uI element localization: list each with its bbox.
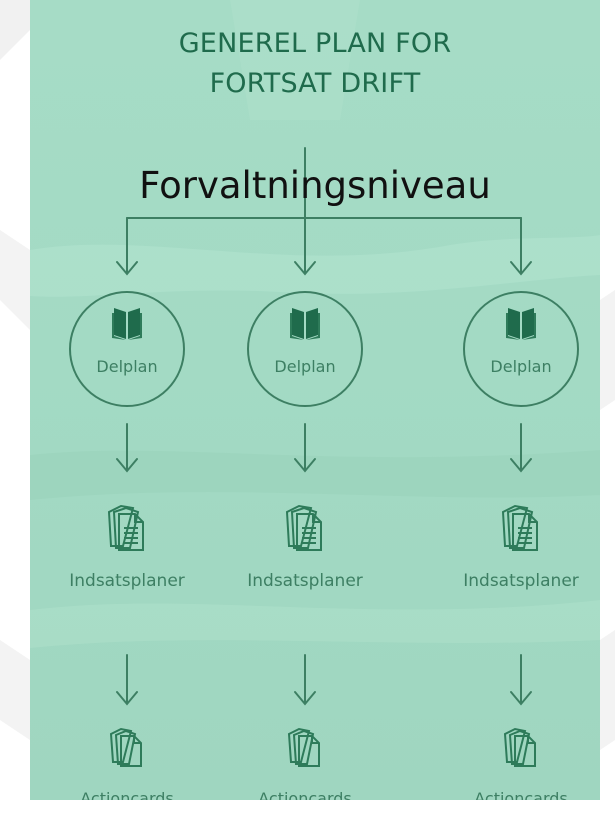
document-stack-icon <box>107 504 144 551</box>
document-stack-icon <box>285 504 322 551</box>
arrow-head <box>294 691 316 706</box>
arrow-head <box>294 458 316 473</box>
arrow-head <box>116 458 138 473</box>
arrow-head <box>510 458 532 473</box>
delplan-circle <box>247 291 363 407</box>
actioncards-label: Actioncards <box>80 789 174 800</box>
arrow-head <box>116 261 138 276</box>
arrow-head <box>294 261 316 276</box>
open-book-icon <box>506 308 536 340</box>
actioncards-label: Actioncards <box>258 789 352 800</box>
delplan-circle <box>69 291 185 407</box>
card-stack-icon <box>503 727 536 767</box>
delplan-label: Delplan <box>274 357 336 376</box>
arrow-head <box>510 691 532 706</box>
document-stack-icon <box>501 504 538 551</box>
forvaltningsniveau-label: Forvaltningsniveau <box>139 164 491 207</box>
diagram-title-line-1: GENEREL PLAN FOR <box>178 28 452 59</box>
indsatsplaner-label: Indsatsplaner <box>69 571 185 591</box>
panel-texture <box>30 0 600 648</box>
diagram-title-line-2: FORTSAT DRIFT <box>209 68 421 99</box>
actioncards-label: Actioncards <box>474 789 568 800</box>
open-book-icon <box>290 308 320 340</box>
indsatsplaner-label: Indsatsplaner <box>463 571 579 591</box>
arrow-head <box>510 261 532 276</box>
delplan-label: Delplan <box>96 357 158 376</box>
card-stack-icon <box>109 727 142 767</box>
card-stack-icon <box>287 727 320 767</box>
diagram-panel: GENEREL PLAN FOR FORTSAT DRIFT <box>30 0 600 800</box>
connector-lines <box>69 147 579 706</box>
arrow-head <box>116 691 138 706</box>
delplan-circle <box>463 291 579 407</box>
open-book-icon <box>112 308 142 340</box>
indsatsplaner-label: Indsatsplaner <box>247 571 363 591</box>
delplan-label: Delplan <box>490 357 552 376</box>
